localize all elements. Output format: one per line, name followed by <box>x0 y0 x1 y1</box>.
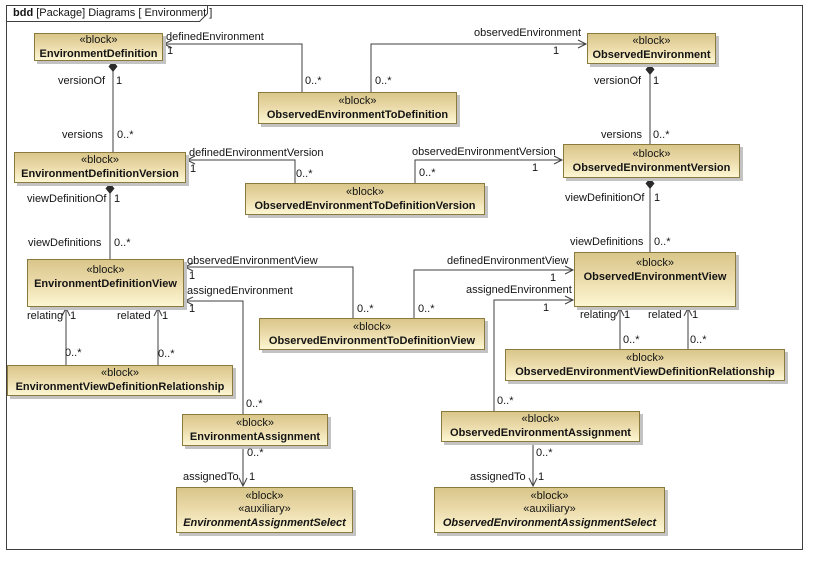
block-environment-definition-view[interactable]: «block» EnvironmentDefinitionView <box>27 259 184 307</box>
mult-versions-right: 0..* <box>653 129 670 141</box>
role-view-definitions-left: viewDefinitions <box>28 237 102 249</box>
role-version-of-right: versionOf <box>594 75 642 87</box>
mult-version-of-left: 1 <box>116 75 123 87</box>
edge-defined-environment <box>162 39 303 92</box>
edge-label-observed-environment-version: observedEnvironmentVersion <box>412 146 556 158</box>
block-observed-environment-view-definition-relationship[interactable]: «block» ObservedEnvironmentViewDefinitio… <box>505 349 785 381</box>
edge-assigned-environment-right <box>493 295 575 411</box>
mult-defined-environment-view-many: 0..* <box>418 303 435 315</box>
block-observed-environment-to-definition[interactable]: «block» ObservedEnvironmentToDefinition <box>258 92 457 124</box>
edge-observed-environment-version <box>414 155 564 183</box>
mult-relating-left-many: 0..* <box>65 347 82 359</box>
role-related-right: related <box>648 309 682 321</box>
role-assigned-to-left: assignedTo <box>183 471 239 483</box>
block-observed-environment-version[interactable]: «block» ObservedEnvironmentVersion <box>563 144 740 178</box>
mult-assigned-environment-right-1: 1 <box>543 302 550 314</box>
mult-assigned-environment-left-many: 0..* <box>246 398 263 410</box>
mult-observed-environment-many: 0..* <box>375 75 392 87</box>
edge-relating-right <box>615 306 625 349</box>
edge-label-observed-environment-view: observedEnvironmentView <box>187 255 318 267</box>
mult-observed-environment-version-many: 0..* <box>419 167 436 179</box>
edge-label-defined-environment-version: definedEnvironmentVersion <box>189 147 324 159</box>
mult-defined-environment-1: 1 <box>167 45 174 57</box>
edge-defined-environment-version <box>185 155 296 183</box>
edge-viewdefinitions-right <box>645 178 655 252</box>
mult-view-definitions-right: 0..* <box>654 236 671 248</box>
mult-observed-environment-version-1: 1 <box>532 162 539 174</box>
edge-label-assigned-environment-right: assignedEnvironment <box>466 284 572 296</box>
mult-assigned-to-right-1: 1 <box>538 471 545 483</box>
edge-assigned-environment-left <box>183 296 244 414</box>
edge-label-defined-environment-view: definedEnvironmentView <box>447 255 569 267</box>
diagram-frame-border <box>6 5 803 550</box>
block-observed-environment-assignment-select[interactable]: «block» «auxiliary» ObservedEnvironmentA… <box>434 487 665 533</box>
edge-viewdefinitions-left <box>105 183 115 259</box>
mult-view-definitions-left: 0..* <box>114 237 131 249</box>
block-environment-view-definition-relationship[interactable]: «block» EnvironmentViewDefinitionRelatio… <box>7 365 233 396</box>
mult-related-left-1: 1 <box>162 310 169 322</box>
mult-versions-left: 0..* <box>117 129 134 141</box>
mult-defined-environment-many: 0..* <box>305 75 322 87</box>
edge-relating-left <box>61 306 71 365</box>
edge-defined-environment-view <box>413 265 575 318</box>
mult-observed-environment-view-1: 1 <box>189 270 196 282</box>
mult-assigned-to-left-1: 1 <box>249 471 256 483</box>
block-observed-environment-view[interactable]: «block» ObservedEnvironmentView <box>574 252 736 307</box>
mult-assigned-environment-right-many: 0..* <box>497 395 514 407</box>
edge-related-left <box>153 306 163 365</box>
edge-assigned-to-left <box>238 446 248 488</box>
block-observed-environment-to-definition-version[interactable]: «block» ObservedEnvironmentToDefinitionV… <box>245 183 485 215</box>
mult-view-definition-of-left: 1 <box>114 193 121 205</box>
mult-relating-left-1: 1 <box>70 310 77 322</box>
role-view-definition-of-right: viewDefinitionOf <box>565 192 645 204</box>
block-environment-assignment[interactable]: «block» EnvironmentAssignment <box>182 414 328 446</box>
role-related-left: related <box>117 310 151 322</box>
role-relating-right: relating <box>580 309 617 321</box>
role-relating-left: relating <box>27 310 64 322</box>
diagram-title: bdd [Package] Diagrams [ Environment ] <box>13 7 212 19</box>
block-observed-environment-to-definition-view[interactable]: «block» ObservedEnvironmentToDefinitionV… <box>259 318 485 350</box>
block-environment-definition-version[interactable]: «block» EnvironmentDefinitionVersion <box>14 152 186 183</box>
role-view-definitions-right: viewDefinitions <box>570 236 644 248</box>
mult-version-of-right: 1 <box>653 75 660 87</box>
mult-relating-right-many: 0..* <box>623 334 640 346</box>
role-versions-right: versions <box>601 129 642 141</box>
block-environment-definition[interactable]: «block» EnvironmentDefinition <box>34 33 163 61</box>
mult-assigned-environment-left-1: 1 <box>189 303 196 315</box>
edge-versions-left <box>108 61 118 152</box>
mult-observed-environment-1: 1 <box>553 45 560 57</box>
mult-related-right-many: 0..* <box>690 334 707 346</box>
mult-related-left-many: 0..* <box>158 348 175 360</box>
edge-related-right <box>683 306 693 349</box>
edge-observed-environment <box>370 39 588 92</box>
edge-versions-right <box>645 64 655 144</box>
edge-assigned-to-right <box>528 442 538 488</box>
mult-observed-environment-view-many: 0..* <box>357 303 374 315</box>
role-assigned-to-right: assignedTo <box>470 471 526 483</box>
mult-relating-right-1: 1 <box>624 309 631 321</box>
block-environment-assignment-select[interactable]: «block» «auxiliary» EnvironmentAssignmen… <box>176 487 353 533</box>
mult-defined-environment-version-1: 1 <box>190 163 197 175</box>
edge-label-assigned-environment-left: assignedEnvironment <box>187 285 293 297</box>
block-observed-environment[interactable]: «block» ObservedEnvironment <box>587 33 716 64</box>
mult-view-definition-of-right: 1 <box>654 192 661 204</box>
role-view-definition-of-left: viewDefinitionOf <box>27 193 107 205</box>
mult-assigned-to-right-many: 0..* <box>536 447 553 459</box>
diagram-kind-label: bdd <box>13 7 34 19</box>
mult-defined-environment-version-many: 0..* <box>296 168 313 180</box>
mult-defined-environment-view-1: 1 <box>550 272 557 284</box>
mult-assigned-to-left-many: 0..* <box>247 447 264 459</box>
diagram-title-text: [Package] Diagrams [ Environment ] <box>33 7 213 19</box>
block-observed-environment-assignment[interactable]: «block» ObservedEnvironmentAssignment <box>441 411 640 442</box>
role-version-of-left: versionOf <box>58 75 106 87</box>
edge-observed-environment-view <box>183 262 354 318</box>
mult-related-right-1: 1 <box>692 309 699 321</box>
diagram-frame-tab <box>6 5 208 22</box>
role-versions-left: versions <box>62 129 103 141</box>
edge-label-observed-environment: observedEnvironment <box>474 27 582 39</box>
edge-label-defined-environment: definedEnvironment <box>166 31 264 43</box>
